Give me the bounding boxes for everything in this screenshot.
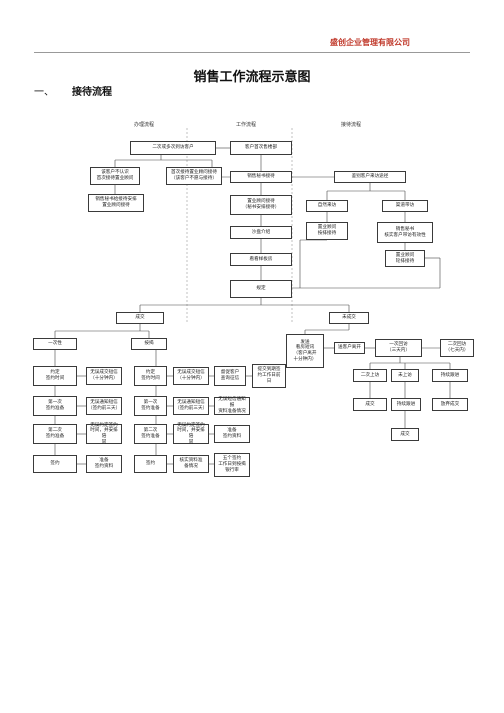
one-time-appointment-note: 无误成交短信 （十分钟内） <box>86 367 122 385</box>
secretary-arrange-box: 销售秘书给接待安排 置业顾问接待 <box>88 194 144 212</box>
one-time-appointment-box: 约定 签约时间 <box>33 366 77 386</box>
one-time-second-prep-note: 无误约定签约 时间，并安排陪 同 <box>86 423 122 445</box>
channel-visit-box: 渠道带访 <box>382 200 428 212</box>
keep-following-box: 持续跟进 <box>432 369 468 382</box>
sandtable-box: 沙盘介绍 <box>230 226 292 239</box>
customer-arrive-box: 客户首次售楼部 <box>230 141 292 155</box>
company-name: 盛创企业管理有限公司 <box>330 38 410 47</box>
one-time-first-prep-box: 第一次 签约准备 <box>33 396 77 416</box>
natural-handle-box: 置业顾问 按排接待 <box>306 222 348 240</box>
consultant-receive-box: 置业顾问接待 （秘书安排接待） <box>230 195 292 215</box>
mortgage-appointment-note: 无误成交短信 （十分钟内） <box>173 367 209 385</box>
one-time-sign-box: 签约 <box>33 455 77 473</box>
visit-again-box: 二次或多次到访客户 <box>130 141 216 155</box>
channel-assign-box: 置业顾问 轮排接待 <box>385 250 425 267</box>
mortgage-appointment-box: 约定 签约时间 <box>134 366 167 386</box>
mortgage-first-prep-box: 第一次 签约准备 <box>134 396 167 416</box>
mortgage-submit-docs-box: 提交到期签 约工作日前 日 <box>252 364 286 388</box>
column-header-right: 接待流程 <box>341 122 362 128</box>
continue-follow-box: 持续跟进 <box>391 398 421 411</box>
channel-handle-box: 销售秘书 核实客户带访有效性 <box>377 222 433 243</box>
column-header-middle: 工作流程 <box>236 122 257 128</box>
mortgage-prep-docs-box: 准备 签约资料 <box>214 425 250 443</box>
mortgage-bank-review-box: 五个签约 工作日到按揭 银行审 <box>214 453 250 477</box>
no-deal-box: 未成交 <box>329 312 369 324</box>
one-time-box: 一次性 <box>33 338 77 350</box>
first-return-visit-box: 一次回访 （三天内） <box>375 339 422 357</box>
first-receiver-box: 首次接待置业顾问接待 （该客户不愿与接待） <box>166 167 222 185</box>
clarify-need-box: 鉴别客户来访途径 <box>334 171 406 183</box>
repeat-client-box: 该客户不认识 首次接待置业顾问 <box>90 167 140 185</box>
header-rule <box>34 52 470 53</box>
mortgage-docs-status-note: 无误短信通知报 资料准备情况 <box>214 397 250 415</box>
mortgage-second-prep-box: 第二次 签约准备 <box>134 424 167 444</box>
mortgage-second-prep-note: 无误约定签约 时间，并安排陪 同 <box>173 423 209 445</box>
section-number: 一、 <box>34 87 54 98</box>
section-title: 接待流程 <box>72 87 112 98</box>
second-return-visit-box: 二次回访 （七天内） <box>440 339 474 357</box>
second-visit-box: 二次上访 <box>353 369 387 382</box>
deal-box: 成交 <box>116 312 164 324</box>
abandon-deal-box: 放弃成交 <box>432 398 468 411</box>
mortgage-box: 按揭 <box>131 338 167 350</box>
natural-visit-box: 自然来访 <box>306 200 348 212</box>
mortgage-sign-box: 签约 <box>134 455 167 473</box>
second-visit-deal-box: 成交 <box>353 398 387 411</box>
mortgage-credit-check-box: 督促客户 查询征信 <box>214 366 246 386</box>
see-off-box: 送客户离开 <box>334 342 365 354</box>
mortgage-first-prep-note: 无误通知短信 （签约前三天） <box>173 397 209 415</box>
one-time-first-prep-note: 无误通知短信 （签约前三天） <box>86 397 122 415</box>
sample-room-box: 看看样板房 <box>230 253 292 266</box>
send-sms-box: 发送 看房短讯 （客户离开 十分钟内） <box>286 334 324 368</box>
one-time-prep-docs-box: 准备 签约资料 <box>86 455 122 473</box>
mortgage-verify-docs-box: 核实资料准 备情况 <box>173 455 209 473</box>
column-header-left: 办理流程 <box>134 122 155 128</box>
document-title: 销售工作流程示意图 <box>193 70 311 85</box>
one-time-second-prep-box: 第二次 签约准备 <box>33 424 77 444</box>
follow-deal-box: 成交 <box>391 428 419 441</box>
no-visit-box: 未上访 <box>391 369 419 382</box>
secretary-receive-box: 销售秘书接待 <box>230 171 292 183</box>
decide-box: 规定 <box>230 280 292 298</box>
